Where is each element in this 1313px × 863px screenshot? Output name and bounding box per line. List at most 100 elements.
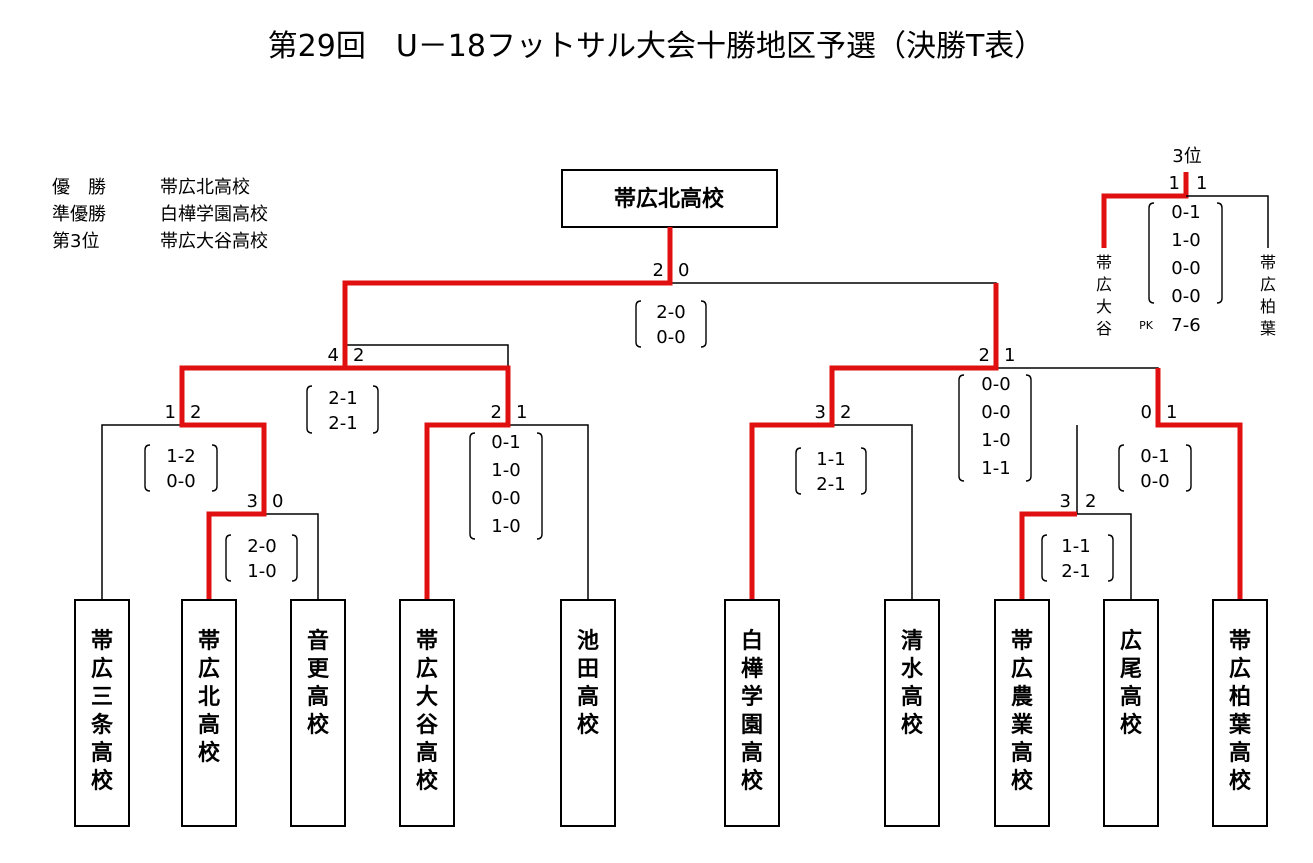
team-box: 帯広北高校 <box>181 599 237 827</box>
half-1: 2-1 <box>328 388 357 409</box>
team-name: 帯広大谷高校 <box>416 628 439 794</box>
half-3: 1-0 <box>981 430 1010 451</box>
team-name: 帯広柏葉高校 <box>1228 628 1252 794</box>
score-right: 2 <box>353 345 364 366</box>
match-qf1: 1 2 1-2 0-0 <box>144 402 218 492</box>
team-box: 清水高校 <box>884 599 940 827</box>
score-left: 4 <box>328 345 339 366</box>
half-1: 2-0 <box>656 302 685 323</box>
champion-box <box>561 169 778 228</box>
results-summary: 優 勝 帯広北高校 準優勝 白樺学園高校 第3位 帯広大谷高校 <box>52 177 268 252</box>
half-4: 1-1 <box>981 458 1010 479</box>
team-box-frame <box>994 599 1050 827</box>
half-2: 0-0 <box>1140 471 1169 492</box>
half-2: 1-0 <box>247 561 276 582</box>
result-rank-2: 準優勝 <box>52 204 106 225</box>
team-box: 帯広農業高校 <box>994 599 1050 827</box>
third-place-match: 3位 1 1 0-1 1-0 0-0 0-0 PK 7-6 帯広大谷 帯広柏葉 <box>1096 146 1276 338</box>
half-2: 2-1 <box>328 413 357 434</box>
half-1: 1-1 <box>816 449 845 470</box>
third-place-half-4: 0-0 <box>1171 286 1200 307</box>
team-name: 音更高校 <box>307 628 330 738</box>
half-3: 0-0 <box>491 488 520 509</box>
team-name: 帯広農業高校 <box>1011 628 1034 794</box>
half-1: 2-0 <box>247 536 276 557</box>
team-name: 白樺学園高校 <box>741 628 764 794</box>
half-2: 2-1 <box>1061 561 1090 582</box>
team-name: 帯広北高校 <box>198 628 221 766</box>
team-name: 池田高校 <box>577 629 600 738</box>
half-1: 0-1 <box>1140 446 1169 467</box>
match-semi-right: 2 1 0-0 0-0 1-0 1-1 <box>958 345 1032 482</box>
team-box: 帯広大谷高校 <box>399 599 455 827</box>
match-qf4: 0 1 0-1 0-0 <box>1118 402 1192 492</box>
team-box-frame <box>560 599 616 827</box>
score-right: 2 <box>190 402 201 423</box>
team-name: 清水高校 <box>901 628 924 738</box>
score-left: 2 <box>979 345 990 366</box>
team-boxes: 帯広三条高校 帯広北高校 音更高校 帯広大谷高校 池田高校 白樺学園高校 清水高校 帯広農業高… <box>74 599 1268 827</box>
result-team-2: 白樺学園高校 <box>160 204 268 225</box>
match-r1-left: 3 0 2-0 1-0 <box>225 491 298 582</box>
match-final: 2 0 2-0 0-0 <box>635 260 707 348</box>
team-box: 帯広三条高校 <box>74 599 130 827</box>
result-team-1: 帯広北高校 <box>160 177 250 198</box>
third-place-score-left: 1 <box>1169 173 1180 194</box>
result-rank-1: 優 勝 <box>52 177 106 198</box>
score-left: 3 <box>247 491 258 512</box>
score-right: 2 <box>1085 491 1096 512</box>
half-1: 1-1 <box>1061 536 1090 557</box>
third-place-half-1: 0-1 <box>1171 202 1200 223</box>
team-box-frame <box>181 599 237 827</box>
result-rank-3: 第3位 <box>52 231 99 252</box>
third-place-half-3: 0-0 <box>1171 258 1200 279</box>
score-left: 3 <box>815 402 826 423</box>
pk-label: PK <box>1139 319 1154 332</box>
team-box-frame <box>884 599 940 827</box>
team-box: 広尾高校 <box>1103 599 1159 827</box>
half-2: 0-0 <box>656 327 685 348</box>
page-title: 第29回 U－18フットサル大会十勝地区予選（決勝T表） <box>268 29 1045 64</box>
score-right: 1 <box>1004 345 1015 366</box>
winner-lines <box>179 227 1243 600</box>
score-left: 2 <box>653 260 664 281</box>
third-place-team-right: 帯広柏葉 <box>1260 253 1276 338</box>
result-team-3: 帯広大谷高校 <box>160 231 268 252</box>
half-2: 1-0 <box>491 460 520 481</box>
score-left: 0 <box>1141 402 1152 423</box>
match-semi-left: 4 2 2-1 2-1 <box>306 345 379 434</box>
team-box-frame <box>1212 599 1268 827</box>
half-1: 0-1 <box>491 432 520 453</box>
team-box-frame <box>74 599 130 827</box>
pk-score: 7-6 <box>1171 315 1200 336</box>
score-left: 1 <box>165 402 176 423</box>
team-box-frame <box>724 599 780 827</box>
score-left: 2 <box>491 402 502 423</box>
team-box-frame <box>290 599 346 827</box>
half-2: 0-0 <box>166 471 195 492</box>
score-right: 1 <box>516 402 527 423</box>
team-box: 帯広柏葉高校 <box>1212 599 1268 827</box>
third-place-score-right: 1 <box>1196 173 1207 194</box>
third-place-team-left: 帯広大谷 <box>1096 253 1112 338</box>
match-qf2: 2 1 0-1 1-0 0-0 1-0 <box>469 402 543 540</box>
half-1: 0-0 <box>981 374 1010 395</box>
team-box: 白樺学園高校 <box>724 599 780 827</box>
champion-name: 帯広北高校 <box>614 186 725 212</box>
third-place-label: 3位 <box>1172 146 1201 167</box>
team-name: 帯広柏葉 <box>1260 253 1276 338</box>
team-box: 池田高校 <box>560 599 616 827</box>
half-2: 2-1 <box>816 474 845 495</box>
third-place-half-2: 1-0 <box>1171 230 1200 251</box>
score-right: 0 <box>272 491 283 512</box>
score-right: 2 <box>840 402 851 423</box>
half-2: 0-0 <box>981 402 1010 423</box>
team-name: 広尾高校 <box>1120 628 1143 738</box>
team-name: 帯広大谷 <box>1096 253 1112 338</box>
score-right: 1 <box>1166 402 1177 423</box>
team-box-frame <box>399 599 455 827</box>
score-left: 3 <box>1060 491 1071 512</box>
match-qf3: 3 2 1-1 2-1 <box>795 402 867 495</box>
team-box-frame <box>1103 599 1159 827</box>
